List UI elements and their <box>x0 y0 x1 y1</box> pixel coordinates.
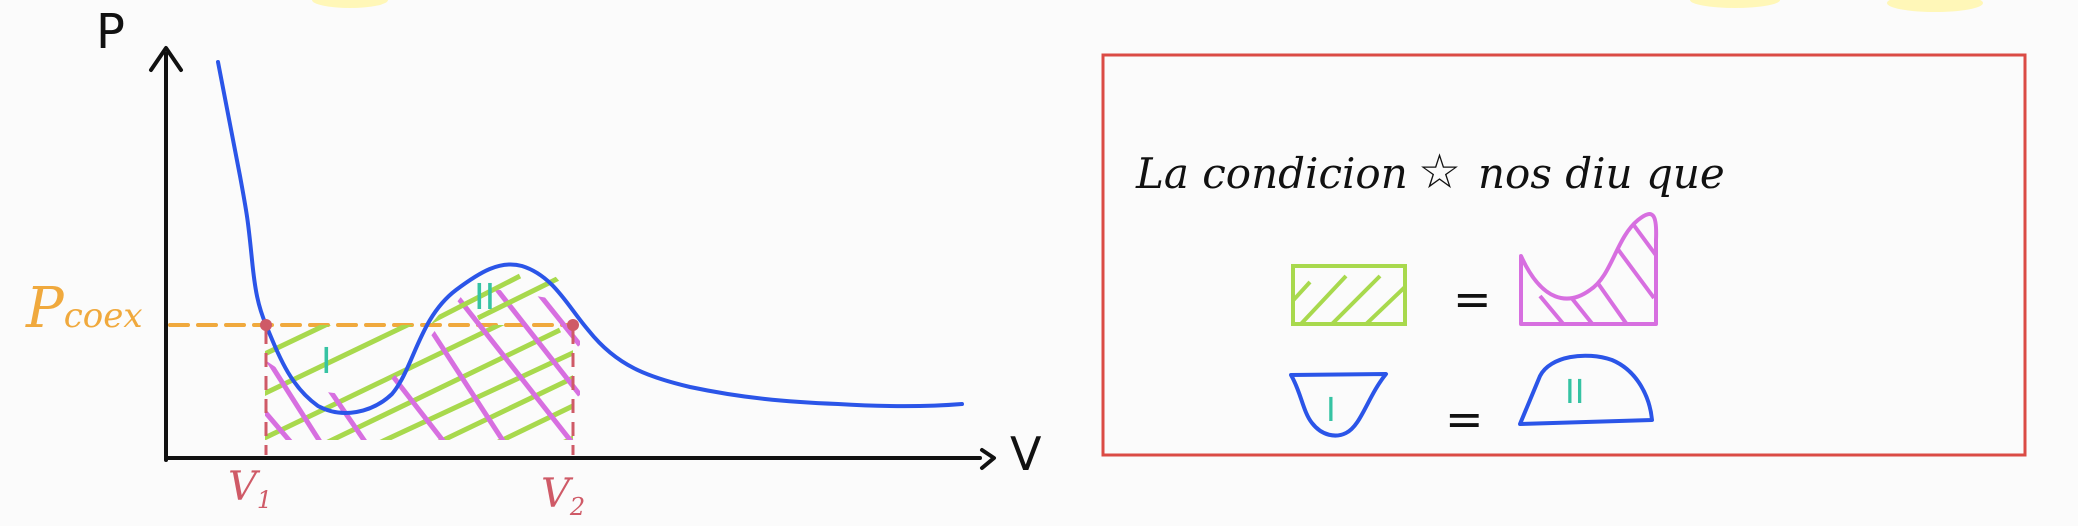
y-axis-arrowhead <box>149 46 183 72</box>
yellow-highlight-mark <box>312 0 388 8</box>
yellow-highlight-mark <box>1887 0 1983 12</box>
legend-blue-shape-one <box>1289 372 1388 438</box>
legend-shape-two-label: II <box>1565 372 1584 411</box>
note-box-heading-tail: nos diu que <box>1478 149 1725 198</box>
yellow-highlight-mark <box>1690 0 1780 8</box>
equals-sign-row-two: = <box>1445 392 1484 446</box>
v2-label: V2 <box>541 471 585 521</box>
equals-sign-row-one: = <box>1453 272 1492 326</box>
v1-intersection-point <box>260 319 272 331</box>
v1-subscript: 1 <box>257 486 272 514</box>
legend-green-hatched-box <box>1291 264 1407 326</box>
x-axis-label: V <box>1010 427 1042 481</box>
graph-region-two-label: II <box>474 277 495 318</box>
coexistence-pressure-main: P <box>25 276 65 341</box>
legend-magenta-hatched-shape <box>1519 212 1659 326</box>
legend-blue-shape-two <box>1518 353 1654 426</box>
note-box-star: ☆ <box>1418 144 1461 200</box>
v1-main: V <box>228 464 261 510</box>
y-axis-label: P <box>96 4 125 60</box>
legend-shape-one-label: I <box>1326 390 1336 429</box>
note-box-heading: La condicion <box>1135 149 1408 198</box>
isotherm-curve <box>216 60 964 415</box>
v2-subscript: 2 <box>569 493 585 521</box>
coexistence-pressure-label: Pcoex <box>25 276 143 341</box>
region-one-green-hatching <box>265 325 573 440</box>
note-box-frame <box>1101 53 2027 457</box>
v1-label: V1 <box>228 464 272 514</box>
graph-region-one-label: I <box>321 341 332 382</box>
v2-main: V <box>541 471 574 517</box>
v2-intersection-point <box>567 319 579 331</box>
x-axis-arrowhead <box>980 448 996 470</box>
coexistence-pressure-subscript: coex <box>64 296 143 336</box>
